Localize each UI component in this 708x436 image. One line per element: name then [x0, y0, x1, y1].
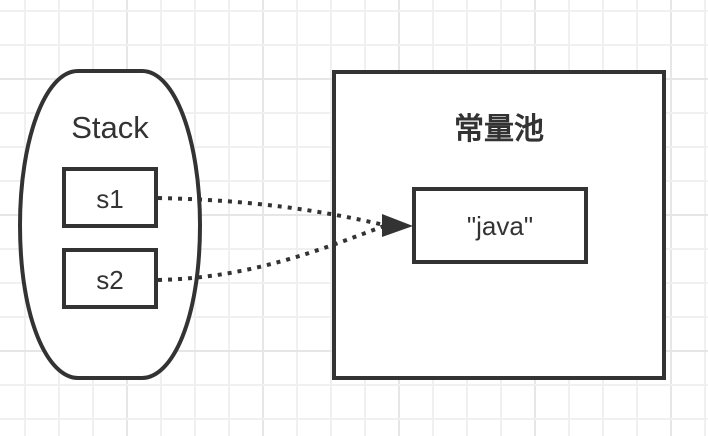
string-literal-java-box — [412, 187, 588, 264]
string-literal-java-label: "java" — [467, 211, 533, 241]
reference-s2-to-java[interactable] — [157, 224, 385, 282]
arrowhead-icon — [382, 214, 413, 237]
string-literal-java[interactable]: "java" — [412, 187, 588, 264]
variable-s1[interactable]: s1 — [62, 167, 158, 228]
stack-title: Stack — [71, 110, 149, 145]
references — [157, 196, 413, 282]
constant-pool-title: 常量池 — [454, 113, 544, 146]
variable-s2-box — [62, 248, 158, 309]
variable-s2-label: s2 — [96, 265, 123, 295]
variable-s2[interactable]: s2 — [62, 248, 158, 309]
variable-s1-label: s1 — [96, 184, 123, 214]
variable-s1-box — [62, 167, 158, 228]
reference-s1-to-java[interactable] — [157, 196, 385, 227]
